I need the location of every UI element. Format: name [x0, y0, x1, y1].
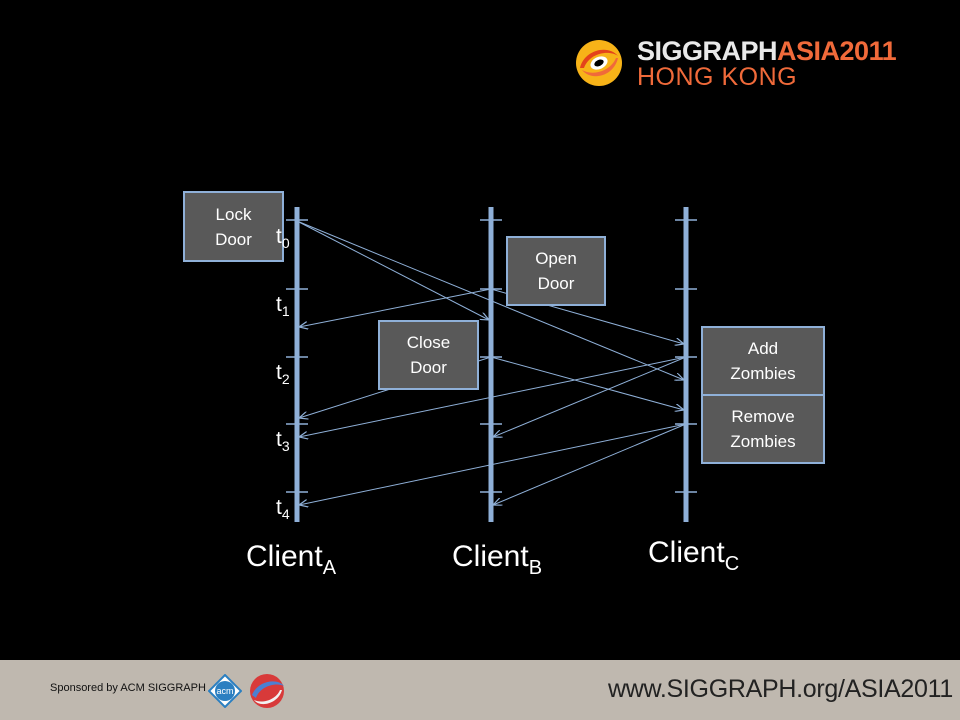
- time-label-t0-base: t: [276, 225, 282, 248]
- time-label-t1-base: t: [276, 293, 282, 316]
- time-label-t4: t4: [276, 496, 290, 522]
- client-label-c: ClientC: [648, 536, 739, 576]
- arrow-remove-to-b: [493, 423, 687, 505]
- event-add-zombies-line2: Zombies: [730, 364, 796, 383]
- time-label-t2: t2: [276, 361, 290, 387]
- logo-event-text: ASIA2011: [777, 36, 897, 66]
- sponsor-text: Sponsored by ACM SIGGRAPH: [50, 682, 206, 694]
- time-label-t4-sub: 4: [281, 506, 290, 522]
- arrow-add-to-a: [299, 356, 687, 437]
- event-remove-zombies-line1: Remove: [731, 407, 795, 426]
- time-label-t3-sub: 3: [281, 438, 290, 454]
- event-remove-zombies-line2: Zombies: [730, 432, 796, 451]
- siggraph-asia-logo: SIGGRAPHASIA2011 HONG KONG: [574, 36, 914, 91]
- arrow-lock-to-c: [296, 220, 684, 380]
- arrow-close-to-c: [490, 356, 684, 410]
- time-label-t3-base: t: [276, 428, 282, 451]
- arrow-lock-to-b: [296, 220, 489, 320]
- client-a-sub: A: [322, 557, 337, 579]
- event-close-door-line1: Close: [406, 333, 451, 352]
- time-label-t3: t3: [276, 428, 290, 454]
- event-open-door-line1: Open: [535, 249, 577, 268]
- time-label-t0-sub: 0: [281, 235, 290, 251]
- arrow-open-to-a: [299, 288, 492, 327]
- client-a-base: Client: [246, 540, 323, 573]
- time-label-t0: t0: [276, 225, 290, 251]
- time-label-t4-base: t: [276, 496, 282, 519]
- event-lock-door-line1: Lock: [215, 204, 252, 224]
- logo-brand-text: SIGGRAPH: [637, 36, 778, 66]
- event-close-door-line2: Door: [410, 358, 447, 377]
- logo-brand-line: SIGGRAPHASIA2011: [637, 36, 897, 67]
- client-c-sub: C: [724, 553, 740, 575]
- client-label-a: ClientA: [246, 540, 336, 580]
- time-label-t1: t1: [276, 293, 290, 319]
- time-label-t2-sub: 2: [281, 371, 290, 387]
- logo-location-text: HONG KONG: [637, 63, 798, 91]
- siggraph-globe-icon: [250, 674, 284, 708]
- arrow-add-to-b: [493, 356, 687, 437]
- client-c-base: Client: [648, 536, 725, 569]
- arrow-remove-to-a: [299, 423, 687, 505]
- footer-url-link[interactable]: www.SIGGRAPH.org/ASIA2011: [608, 675, 953, 703]
- acm-logo-icon: acm: [208, 674, 242, 708]
- time-label-t2-base: t: [276, 361, 282, 384]
- acm-badge-text: acm: [216, 686, 233, 696]
- client-b-base: Client: [452, 540, 529, 573]
- siggraph-swirl-icon: [576, 40, 622, 86]
- event-add-zombies-line1: Add: [747, 339, 779, 358]
- time-label-t1-sub: 1: [281, 303, 290, 319]
- footer-bar: Sponsored by ACM SIGGRAPH acm www.SIGGRA…: [0, 660, 960, 720]
- client-b-sub: B: [528, 557, 543, 579]
- message-arrows: [296, 220, 687, 505]
- client-label-b: ClientB: [452, 540, 542, 580]
- diagram-lines: [286, 207, 697, 522]
- event-lock-door-line2: Door: [215, 229, 252, 249]
- event-open-door-line2: Door: [537, 274, 575, 293]
